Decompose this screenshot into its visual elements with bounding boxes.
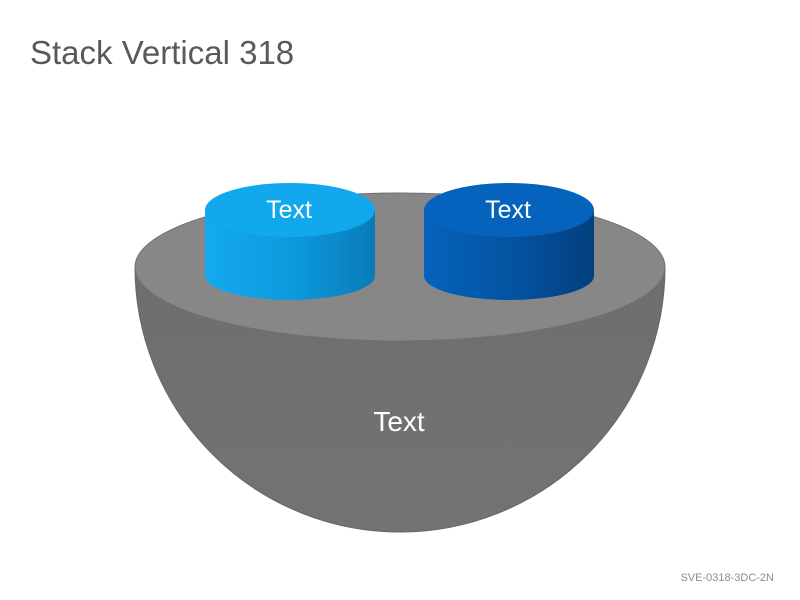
bowl-body [134, 266, 666, 533]
slide-title: Stack Vertical 318 [30, 34, 295, 71]
cylinder-left [205, 183, 375, 300]
cylinder-right-top [424, 183, 594, 237]
cylinder-left-label: Text [266, 196, 312, 224]
cylinder-right-label: Text [485, 196, 531, 224]
cylinder-right [424, 183, 594, 300]
cylinder-left-top [205, 183, 375, 237]
slide-code: SVE-0318-3DC-2N [680, 572, 774, 584]
bowl-label: Text [373, 406, 425, 437]
